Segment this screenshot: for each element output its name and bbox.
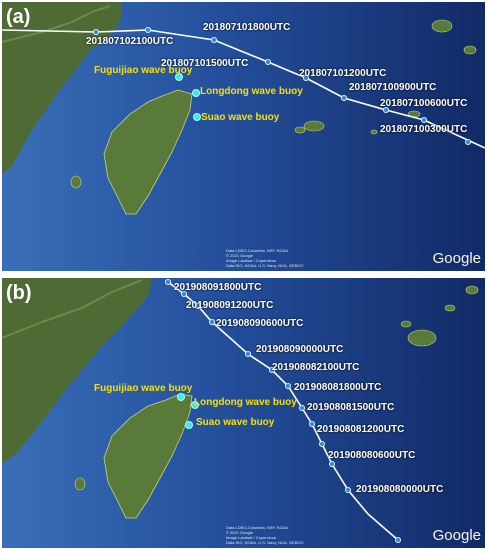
- panel-label: (a): [6, 6, 31, 28]
- track-marker: [420, 117, 427, 124]
- track-marker: [464, 138, 471, 145]
- typhoon-track-a: [2, 29, 485, 149]
- track-marker: [244, 351, 251, 358]
- track-label: 201908091200UTC: [186, 300, 274, 311]
- track-marker: [308, 420, 315, 427]
- google-watermark: Google: [432, 250, 481, 267]
- track-marker: [144, 26, 151, 33]
- buoy-label-longdong: Longdong wave buoy: [194, 397, 297, 408]
- track-label: 201908081500UTC: [307, 402, 395, 413]
- typhoon-track-b: [167, 281, 399, 541]
- mainland-china: [2, 278, 152, 464]
- buoy-label-suao: Suao wave buoy: [201, 112, 280, 123]
- track-marker: [180, 290, 187, 297]
- satellite-map-a: [2, 2, 485, 271]
- track-label: 201807102100UTC: [86, 36, 174, 47]
- google-watermark: Google: [432, 527, 481, 544]
- map-panel-b: (b) 201908091800UTC 201908091200UTC 2019…: [2, 278, 485, 548]
- track-marker: [93, 28, 100, 35]
- track-marker: [268, 367, 275, 374]
- track-marker: [340, 95, 347, 102]
- track-label: 201908081800UTC: [294, 382, 382, 393]
- panel-label: (b): [6, 282, 32, 304]
- track-marker: [284, 383, 291, 390]
- track-label: 201908091800UTC: [174, 282, 262, 293]
- map-credits: Data LDEO-Columbia, NSF, NOAA © 2021 Goo…: [226, 248, 304, 268]
- taiwan-island: [103, 89, 193, 215]
- track-label: 201908082100UTC: [272, 362, 360, 373]
- track-marker: [302, 75, 309, 82]
- track-label: 201908080600UTC: [328, 450, 416, 461]
- track-label: 201807101500UTC: [161, 58, 249, 69]
- track-marker: [382, 107, 389, 114]
- track-marker: [164, 279, 171, 285]
- buoy-label-fuguijiao: Fuguijiao wave buoy: [94, 383, 193, 394]
- track-label: 201807100300UTC: [380, 124, 468, 135]
- track-label: 201908081200UTC: [317, 424, 405, 435]
- track-marker: [210, 37, 217, 44]
- track-marker: [264, 59, 271, 66]
- track-label: 201908090600UTC: [216, 318, 304, 329]
- track-label: 201908090000UTC: [256, 344, 344, 355]
- track-marker: [344, 486, 351, 493]
- buoy-label-fuguijiao: Fuguijiao wave buoy: [94, 65, 193, 76]
- track-marker: [208, 319, 215, 326]
- map-panel-a: (a) 201807102100UTC 201807101800UTC 2018…: [2, 2, 485, 271]
- track-marker: [194, 302, 201, 309]
- track-label: 201807101200UTC: [299, 68, 387, 79]
- track-marker: [328, 460, 335, 467]
- track-marker: [298, 405, 305, 412]
- taiwan-island: [103, 393, 193, 519]
- buoy-label-suao: Suao wave buoy: [196, 417, 275, 428]
- buoy-label-longdong: Longdong wave buoy: [200, 86, 303, 97]
- track-label: 201908080000UTC: [356, 484, 444, 495]
- track-marker: [394, 536, 401, 543]
- track-label: 201807101800UTC: [203, 22, 291, 33]
- track-label: 201807100600UTC: [380, 98, 468, 109]
- track-label: 201807100900UTC: [349, 82, 437, 93]
- track-marker: [318, 440, 325, 447]
- satellite-map-b: [2, 278, 485, 548]
- mainland-china: [2, 2, 122, 174]
- map-credits: Data LDEO-Columbia, NSF, NOAA © 2021 Goo…: [226, 525, 304, 545]
